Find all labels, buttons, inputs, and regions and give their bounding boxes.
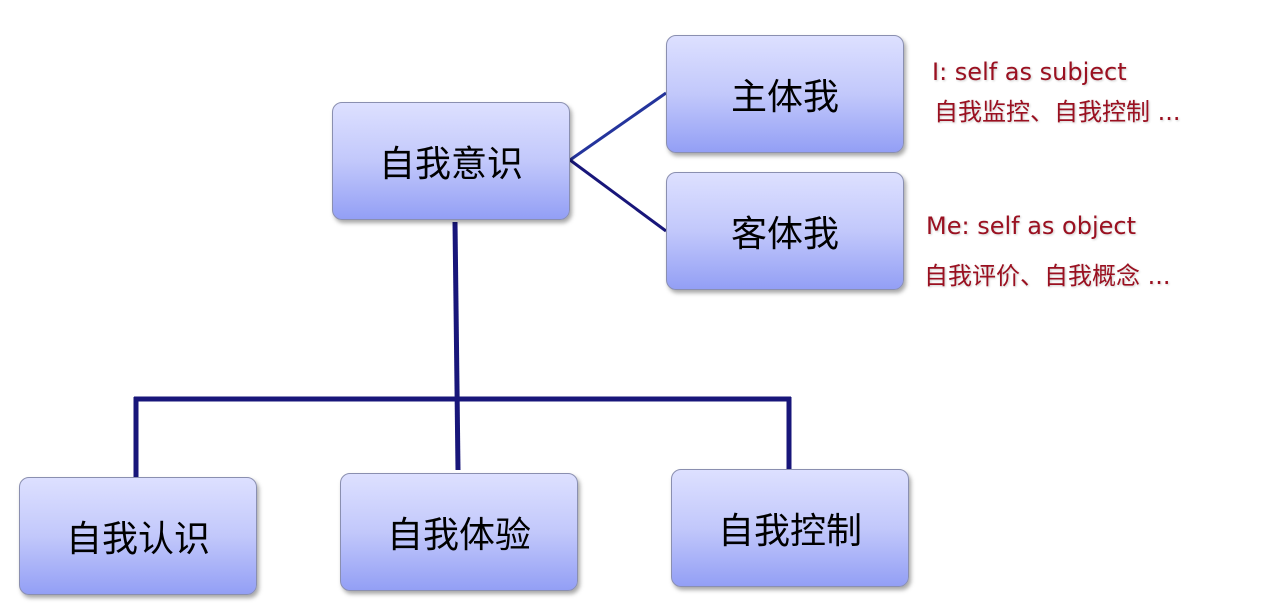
connector-to-object-self xyxy=(569,158,667,233)
note-subject-zh: 自我监控、自我控制 ... xyxy=(934,98,1181,126)
node-label: 自我体验 xyxy=(386,515,531,556)
note-object-zh: 自我评价、自我概念 ... xyxy=(924,262,1171,290)
node-self-experience: 自我体验 xyxy=(340,473,578,591)
node-self-cognition: 自我认识 xyxy=(19,477,257,595)
node-label: 主体我 xyxy=(730,77,839,118)
node-self-consciousness: 自我意识 xyxy=(332,102,570,220)
node-label: 自我意识 xyxy=(378,144,523,185)
node-label: 客体我 xyxy=(730,214,839,255)
connector-trunk xyxy=(452,221,461,471)
connector-to-subject-self xyxy=(569,91,667,162)
node-self-control: 自我控制 xyxy=(671,469,909,587)
note-subject-en: I: self as subject xyxy=(932,58,1127,86)
node-label: 自我认识 xyxy=(65,519,210,560)
node-label: 自我控制 xyxy=(717,511,862,552)
node-object-self: 客体我 xyxy=(666,172,904,290)
node-subject-self: 主体我 xyxy=(666,35,904,153)
note-object-en: Me: self as object xyxy=(926,212,1136,240)
